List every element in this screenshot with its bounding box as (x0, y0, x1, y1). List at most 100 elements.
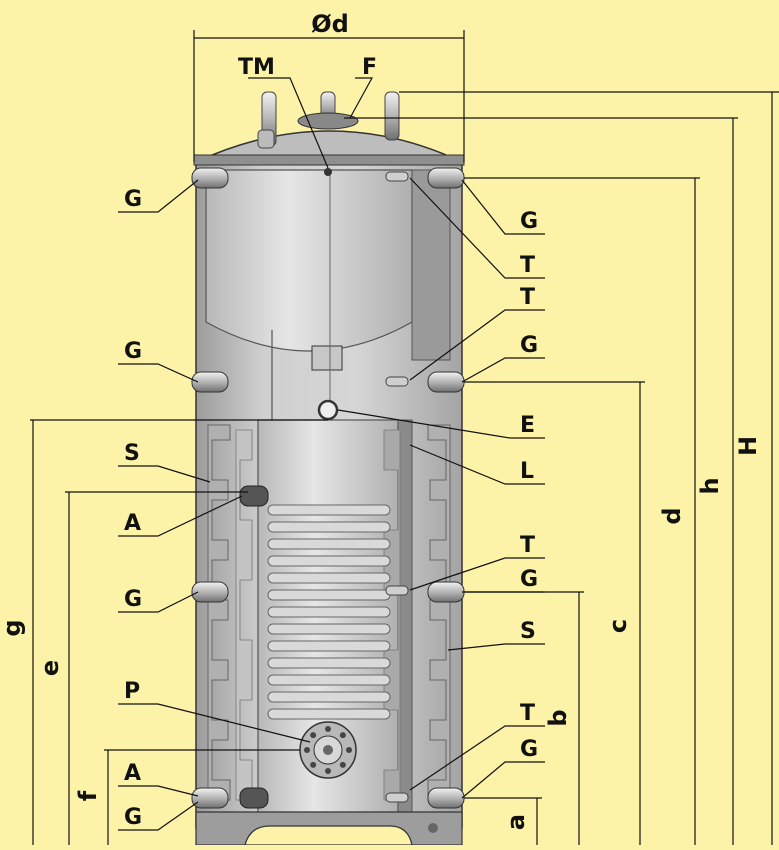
sensor-t-1 (385, 171, 409, 182)
leader-lines (118, 77, 545, 831)
flange-bolt (346, 747, 352, 753)
leader-t-4 (409, 725, 545, 791)
port-tm (324, 168, 332, 176)
dimension-lines (30, 30, 779, 845)
coil-turn (267, 589, 391, 601)
bottom-flange (299, 721, 357, 779)
flange-bolt (325, 768, 331, 774)
stub-right-2 (427, 371, 465, 393)
dim-label-g: g (0, 619, 26, 636)
leader-g-right-1 (461, 179, 545, 235)
leader-s-left (118, 465, 211, 483)
inner-fins-right (383, 429, 401, 801)
tank-top-rim (193, 154, 465, 166)
leader-s-right (447, 643, 545, 651)
leader-tm (248, 77, 329, 169)
flange-bolts (304, 726, 352, 774)
leader-e (337, 409, 545, 439)
sensor-t-2 (385, 376, 409, 387)
label-s-right: S (520, 619, 536, 644)
label-g-left-1: G (124, 187, 142, 212)
top-pipe-right (384, 91, 400, 141)
dim-label-d: d (658, 507, 686, 524)
flange-bolt (304, 747, 310, 753)
stub-left-4 (191, 787, 229, 809)
coil-turn (267, 640, 391, 652)
dim-label-f: f (74, 790, 102, 801)
leader-g-right-4 (461, 761, 545, 799)
port-e (317, 399, 339, 421)
side-connections (191, 167, 465, 809)
label-tm: TM (238, 55, 275, 80)
stub-left-3 (191, 581, 229, 603)
upper-vessel-side (411, 169, 451, 361)
anode-a-2 (239, 787, 269, 809)
leader-a-2 (118, 785, 199, 797)
base-cutout (244, 825, 413, 846)
leader-g-left-3 (118, 591, 199, 613)
label-g-left-2: G (124, 339, 142, 364)
left-stratification-fins (207, 424, 231, 801)
coil-turn (267, 623, 391, 635)
coil-turn (267, 708, 391, 720)
flange-bolt (310, 732, 317, 739)
leader-g-left-4 (118, 801, 199, 831)
coil-turn (267, 521, 391, 533)
dim-label-c: c (604, 619, 632, 633)
leader-a-1 (118, 495, 243, 537)
dim-label-e: e (36, 660, 64, 676)
vessel-bottom-nozzle (311, 345, 343, 371)
coil-turn (267, 504, 391, 516)
dim-label-h: h (696, 477, 724, 494)
stub-left-1 (191, 167, 229, 189)
anode-a-1 (239, 485, 269, 507)
label-g-right-2: G (520, 333, 538, 358)
leader-g-left-2 (118, 363, 199, 383)
leader-f (349, 77, 374, 119)
label-t-4: T (520, 701, 535, 726)
leader-p (118, 703, 311, 743)
stub-right-3 (427, 581, 465, 603)
label-a-2: A (124, 761, 141, 786)
heat-exchanger-coil (267, 504, 391, 720)
right-stratification-fins (427, 424, 451, 801)
coil-turn (267, 538, 391, 550)
top-connections (257, 91, 400, 149)
coil-turn (267, 555, 391, 567)
label-f: F (362, 55, 377, 80)
stub-right-1 (427, 167, 465, 189)
leader-t-2 (409, 309, 545, 381)
dimension-labels: H h d c b a g e f (0, 436, 762, 830)
label-g-left-4: G (124, 805, 142, 830)
flange-bolt (325, 726, 331, 732)
label-a-1: A (124, 511, 141, 536)
label-t-3: T (520, 533, 535, 558)
leader-l (409, 444, 545, 485)
flange-bolt (339, 732, 346, 739)
inner-fins-left (235, 429, 253, 801)
leader-t-3 (409, 557, 545, 591)
sensor-t-3 (385, 585, 409, 596)
coil-turn (267, 691, 391, 703)
label-t-2: T (520, 285, 535, 310)
label-l: L (520, 459, 534, 484)
label-od: Ød (311, 10, 349, 38)
leader-t-1 (409, 177, 545, 279)
upper-vessel (205, 169, 413, 352)
label-g-right-1: G (520, 209, 538, 234)
leader-g-right-2 (461, 357, 545, 383)
top-elbow (257, 129, 275, 149)
flange-bolt (339, 761, 346, 768)
label-t-1: T (520, 253, 535, 278)
flange-bolt (310, 761, 317, 768)
coil-turn (267, 657, 391, 669)
coil-turn (267, 674, 391, 686)
label-e: E (520, 413, 535, 438)
dim-label-big-h: H (734, 436, 762, 456)
dim-label-a: a (502, 814, 530, 830)
flange-f (297, 112, 359, 130)
callout-labels: Ød TM F G G T T G G E S L A T G G S P T … (124, 10, 538, 830)
dim-label-b: b (544, 709, 572, 726)
